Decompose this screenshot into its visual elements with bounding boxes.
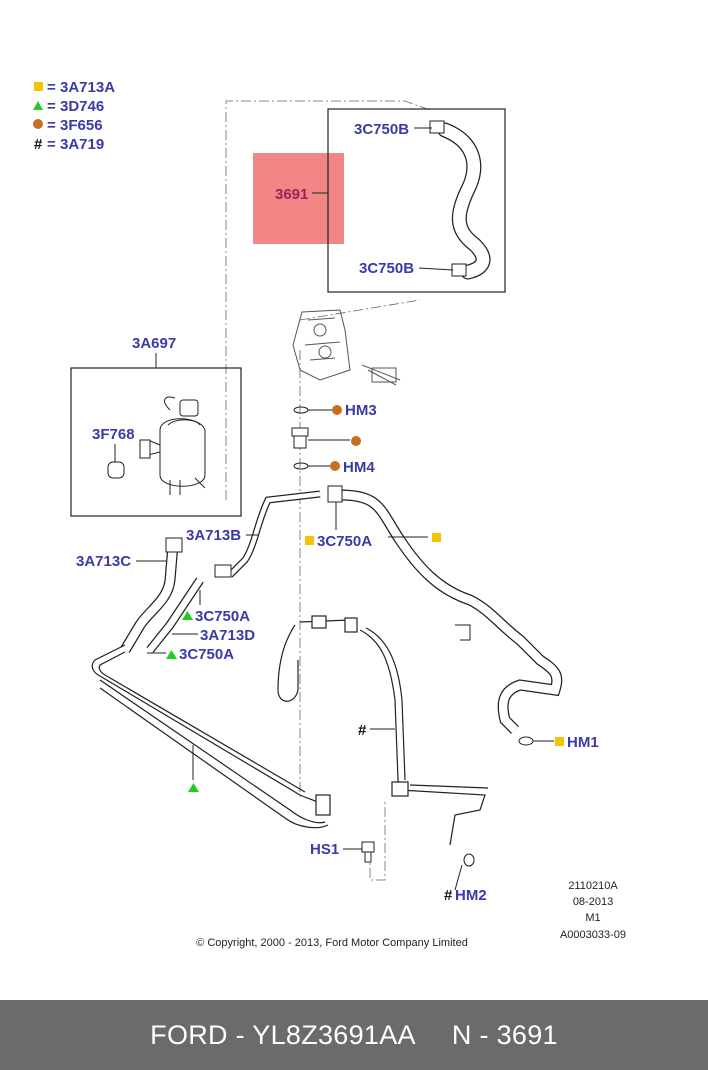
parts-diagram: = 3A713A = 3D746 = 3F656 # = 3A719 3691 … xyxy=(33,79,626,949)
o-ring-icon xyxy=(518,736,534,746)
reservoir xyxy=(139,396,206,495)
legend-part-3D746: 3D746 xyxy=(60,98,104,115)
pump-bracket xyxy=(292,309,401,386)
footer-bar: FORD - YL8Z3691AA N - 3691 xyxy=(0,1000,708,1070)
green-triangle-icon xyxy=(33,101,43,110)
orange-circle-icon xyxy=(330,461,340,471)
bolt xyxy=(361,841,375,863)
fitting xyxy=(327,485,343,503)
legend-part-3A713A: 3A713A xyxy=(60,79,115,96)
hose-3A713C xyxy=(120,537,183,653)
hash-symbol-hm2: # xyxy=(444,887,453,904)
label-3A713C[interactable]: 3A713C xyxy=(76,553,131,570)
label-HM1[interactable]: HM1 xyxy=(567,734,599,751)
label-3A713D[interactable]: 3A713D xyxy=(200,627,255,644)
cooler-pipe xyxy=(91,644,331,829)
hose-bracket xyxy=(455,624,471,641)
label-3A697[interactable]: 3A697 xyxy=(132,335,176,352)
green-triangle-icon xyxy=(188,783,199,792)
label-HM4[interactable]: HM4 xyxy=(343,459,375,476)
o-ring-icon xyxy=(293,406,309,414)
label-HM2[interactable]: HM2 xyxy=(455,887,487,904)
footer-part-number: FORD - YL8Z3691AA xyxy=(150,1019,416,1050)
return-line xyxy=(277,615,489,846)
reservoir-frame xyxy=(70,367,242,517)
yellow-square-icon xyxy=(555,737,564,746)
yellow-square-icon xyxy=(432,533,441,542)
ref-line-3: M1 xyxy=(585,912,600,924)
legend: = 3A713A = 3D746 = 3F656 # = 3A719 xyxy=(33,79,115,153)
ref-line-4: A0003033-09 xyxy=(560,929,626,941)
hose-detail-frame xyxy=(327,108,506,293)
legend-eq: = xyxy=(47,117,56,134)
orange-circle-icon xyxy=(33,119,43,129)
legend-eq: = xyxy=(47,136,56,153)
ref-line-1: 2110210A xyxy=(568,880,618,892)
footer-reference: N - 3691 xyxy=(451,1019,558,1050)
legend-part-3F656: 3F656 xyxy=(60,117,103,134)
hose-3A713B xyxy=(214,490,321,578)
copyright: © Copyright, 2000 - 2013, Ford Motor Com… xyxy=(196,937,468,949)
pressure-hose xyxy=(339,489,563,734)
return-hose-3691 xyxy=(429,120,491,280)
yellow-square-icon xyxy=(305,536,314,545)
leader-lines xyxy=(225,100,431,881)
highlight-box xyxy=(253,153,344,244)
hose-3A713D xyxy=(146,577,204,653)
orange-circle-icon xyxy=(332,405,342,415)
legend-eq: = xyxy=(47,79,56,96)
fitting-union xyxy=(291,427,309,449)
label-3691[interactable]: 3691 xyxy=(275,186,308,203)
green-triangle-icon xyxy=(182,611,193,620)
label-3C750A-lower[interactable]: 3C750A xyxy=(179,646,234,663)
label-3C750B-top[interactable]: 3C750B xyxy=(354,121,409,138)
label-HS1[interactable]: HS1 xyxy=(310,841,339,858)
hash-symbol: # xyxy=(34,136,43,153)
legend-part-3A719: 3A719 xyxy=(60,136,104,153)
ref-line-2: 08-2013 xyxy=(573,896,613,908)
grommet xyxy=(107,461,125,479)
orange-circle-icon xyxy=(351,436,361,446)
yellow-square-icon xyxy=(34,82,43,91)
label-HM3[interactable]: HM3 xyxy=(345,402,377,419)
label-3C750B-bottom[interactable]: 3C750B xyxy=(359,260,414,277)
green-triangle-icon xyxy=(166,650,177,659)
label-3C750A-upper[interactable]: 3C750A xyxy=(195,608,250,625)
label-3C750A-main[interactable]: 3C750A xyxy=(317,533,372,550)
label-3A713B[interactable]: 3A713B xyxy=(186,527,241,544)
o-ring-icon xyxy=(463,853,475,867)
o-ring-icon xyxy=(293,462,309,470)
legend-eq: = xyxy=(47,98,56,115)
label-3F768[interactable]: 3F768 xyxy=(92,426,135,443)
hash-symbol-mid: # xyxy=(358,722,367,739)
